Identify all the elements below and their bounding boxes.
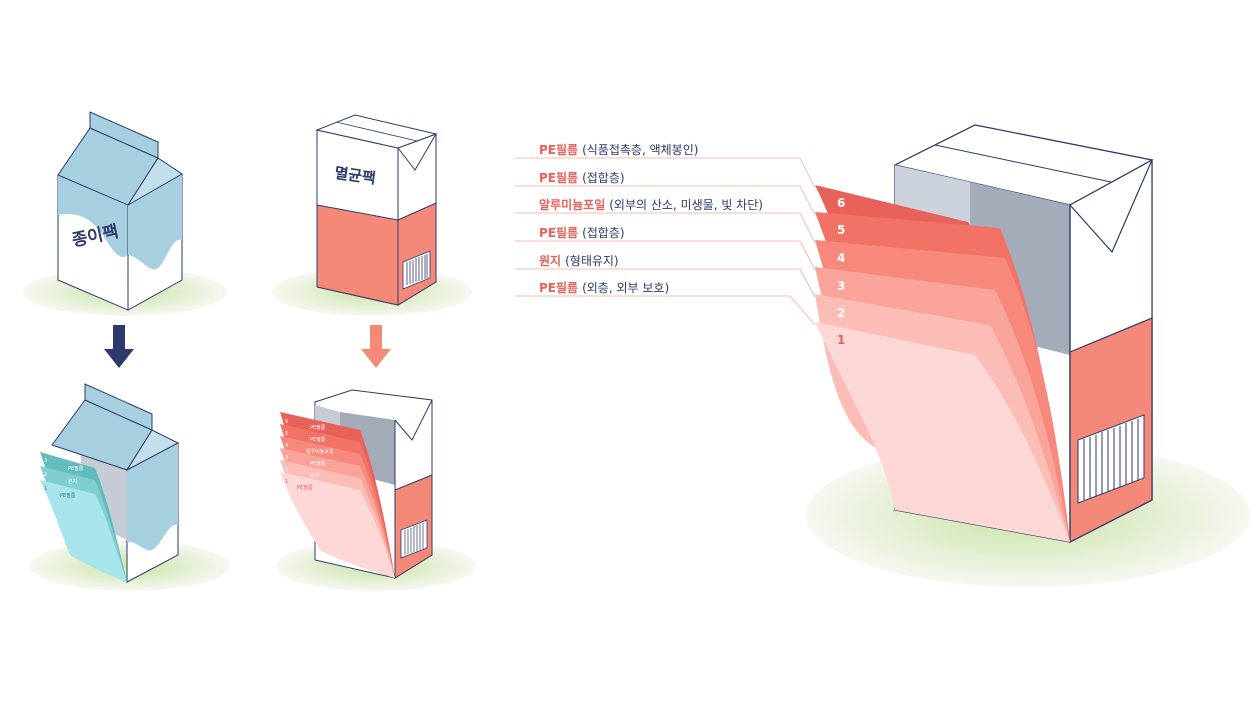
large-layer-1 xyxy=(815,322,1070,542)
legend-item-4: 알루미늄포일(외부의 산소, 미생물, 빛 차단) xyxy=(539,197,763,212)
aseptic-carton-exploded-small: 6 PE필름 5 PE필름 4 알루미늄포일 3 PE필름 2 원지 1 PE필… xyxy=(276,389,476,591)
large-layer-3-num: 3 xyxy=(837,279,845,293)
milk-layer-2-name: 원지 xyxy=(68,478,77,485)
small-layer-1-num: 1 xyxy=(285,479,288,485)
layer-legend: PE필름(식품접촉층, 액체봉인) PE필름(접합층) 알루미늄포일(외부의 산… xyxy=(539,142,763,295)
legend-item-6: PE필름(식품접촉층, 액체봉인) xyxy=(539,142,698,157)
small-layer-3-num: 3 xyxy=(285,455,288,461)
legend-item-1: PE필름(외층, 외부 보호) xyxy=(539,280,669,295)
aseptic-carton-illustration: 멸균팩 xyxy=(272,114,472,316)
large-layer-5-num: 5 xyxy=(837,223,845,237)
milk-layer-1-name: PE필름 xyxy=(60,492,76,499)
small-layer-5-name: PE필름 xyxy=(310,436,326,443)
barcode-icon xyxy=(402,250,431,290)
large-layer-1-num: 1 xyxy=(837,333,845,347)
small-layer-6-name: PE필름 xyxy=(310,424,326,431)
legend-item-5: PE필름(접합층) xyxy=(539,170,625,185)
milk-carton-illustration: 종이팩 xyxy=(23,111,227,316)
milk-layer-2-num: 2 xyxy=(44,472,47,478)
small-layer-1-name: PE필름 xyxy=(297,484,313,491)
large-layer-6-num: 6 xyxy=(837,196,845,210)
milk-carton-exploded-illustration: 3 PE필름 2 원지 1 PE필름 xyxy=(30,383,230,591)
arrow-down-icon xyxy=(104,325,134,368)
aseptic-carton-label: 멸균팩 xyxy=(333,164,377,188)
barcode-icon xyxy=(400,519,428,559)
large-layer-2-num: 2 xyxy=(837,306,845,320)
arrow-down-icon xyxy=(361,325,391,368)
small-layer-4-num: 4 xyxy=(285,443,288,449)
legend-item-2: 원지(형태유지) xyxy=(539,253,619,268)
aseptic-carton-exploded-large: 6 5 4 3 2 1 xyxy=(515,124,1250,587)
large-layer-4-num: 4 xyxy=(837,251,845,265)
barcode-icon xyxy=(1077,414,1145,504)
small-layer-5-num: 5 xyxy=(285,431,288,437)
milk-layer-1-num: 1 xyxy=(44,486,47,492)
small-layer-2-num: 2 xyxy=(285,467,288,473)
small-layer-2-name: 원지 xyxy=(310,472,319,479)
milk-layer-3-name: PE필름 xyxy=(68,465,84,472)
small-layer-4-name: 알루미늄포일 xyxy=(306,448,334,455)
small-layer-3-name: PE필름 xyxy=(310,460,326,467)
milk-layer-3-num: 3 xyxy=(44,458,47,464)
legend-item-3: PE필름(접합층) xyxy=(539,225,625,240)
small-layer-6-num: 6 xyxy=(285,419,288,425)
